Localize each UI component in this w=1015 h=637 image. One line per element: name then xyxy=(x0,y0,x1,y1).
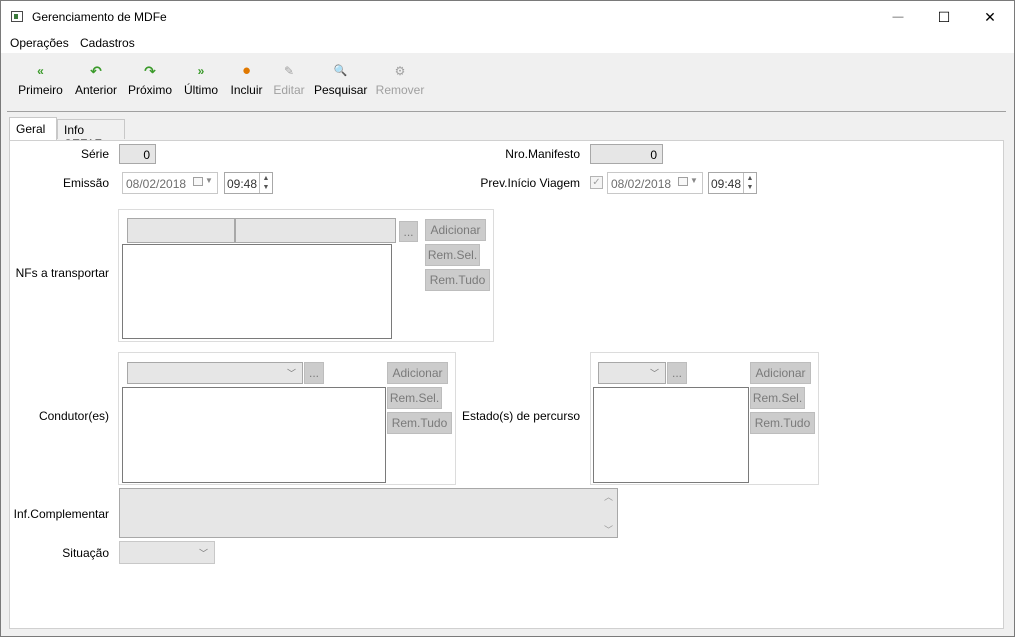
first-record-icon: « xyxy=(37,64,44,78)
time-spinner[interactable]: ▲▼ xyxy=(743,173,756,193)
emissao-time-value: 09:48 xyxy=(227,177,258,191)
time-spinner[interactable]: ▲▼ xyxy=(259,173,272,193)
ultimo-button[interactable]: » Último xyxy=(181,63,221,103)
spin-down-icon: ▼ xyxy=(746,184,754,191)
app-icon xyxy=(11,11,23,22)
situacao-label: Situação xyxy=(62,546,109,560)
menu-cadastros[interactable]: Cadastros xyxy=(80,36,135,50)
estados-list[interactable] xyxy=(593,387,749,483)
prev-inicio-date-picker[interactable]: 08/02/2018 ▼ xyxy=(607,172,703,194)
search-icon: 🔍 xyxy=(333,65,348,77)
close-icon: ✕ xyxy=(984,8,996,25)
pesquisar-button[interactable]: 🔍 Pesquisar xyxy=(314,63,367,103)
condutor-rem-tudo-button[interactable]: Rem.Tudo xyxy=(387,412,452,434)
close-button[interactable]: ✕ xyxy=(967,1,1013,33)
condutores-label: Condutor(es) xyxy=(38,409,109,423)
add-record-icon: ● xyxy=(241,62,252,79)
prev-inicio-time-picker[interactable]: 09:48 ▲▼ xyxy=(708,172,757,194)
estado-adicionar-button[interactable]: Adicionar xyxy=(750,362,811,384)
emissao-time-picker[interactable]: 09:48 ▲▼ xyxy=(224,172,273,194)
calendar-icon xyxy=(678,177,688,186)
dropdown-caret-icon: ▼ xyxy=(205,176,213,185)
prev-inicio-time-value: 09:48 xyxy=(711,177,742,191)
spin-up-icon: ▲ xyxy=(746,175,754,182)
estado-rem-sel-button[interactable]: Rem.Sel. xyxy=(750,387,805,409)
window-title: Gerenciamento de MDFe xyxy=(32,10,167,24)
chevron-down-icon: ﹀ xyxy=(286,368,296,379)
pesquisar-label: Pesquisar xyxy=(314,83,368,97)
nro-manifesto-input[interactable]: 0 xyxy=(590,144,663,164)
next-record-icon: ↷ xyxy=(144,63,156,79)
minimize-button[interactable]: — xyxy=(875,1,921,33)
spin-up-icon: ▲ xyxy=(262,175,270,182)
inf-complementar-label: Inf.Complementar xyxy=(13,507,109,521)
condutor-lookup-button[interactable]: ... xyxy=(304,362,324,384)
condutor-select[interactable]: ﹀ xyxy=(127,362,303,384)
nf-description-input[interactable] xyxy=(235,218,396,243)
condutores-list[interactable] xyxy=(122,387,386,483)
maximize-button[interactable]: ☐ xyxy=(921,1,967,33)
incluir-label: Incluir xyxy=(230,83,263,97)
edit-icon: ✎ xyxy=(283,64,295,78)
menu-operacoes[interactable]: Operações xyxy=(10,36,69,50)
last-record-icon: » xyxy=(197,64,205,78)
proximo-label: Próximo xyxy=(127,83,172,97)
spin-down-icon: ▼ xyxy=(262,184,270,191)
condutor-rem-sel-button[interactable]: Rem.Sel. xyxy=(387,387,442,409)
primeiro-label: Primeiro xyxy=(18,83,63,97)
prev-inicio-date-value: 08/02/2018 xyxy=(611,177,672,191)
condutor-adicionar-button[interactable]: Adicionar xyxy=(387,362,448,384)
scroll-up-icon[interactable]: ︿ xyxy=(603,492,613,502)
toolbar: « Primeiro ↶ Anterior ↷ Próximo » Último… xyxy=(1,53,1014,111)
dropdown-caret-icon: ▼ xyxy=(690,176,698,185)
nfs-list[interactable] xyxy=(122,244,392,339)
emissao-label: Emissão xyxy=(62,176,109,190)
situacao-select[interactable]: ﹀ xyxy=(119,541,215,564)
previous-record-icon: ↶ xyxy=(90,63,102,79)
remove-icon: ⚙ xyxy=(394,64,406,78)
maximize-icon: ☐ xyxy=(937,8,951,25)
anterior-button[interactable]: ↶ Anterior xyxy=(73,63,119,103)
tab-info-sefaz[interactable]: Info SEFAZ xyxy=(57,119,125,151)
ultimo-label: Último xyxy=(183,83,218,97)
estado-select[interactable]: ﹀ xyxy=(598,362,666,384)
title-bar: Gerenciamento de MDFe — ☐ ✕ xyxy=(1,1,1014,33)
prev-inicio-label: Prev.Início Viagem xyxy=(480,176,580,190)
primeiro-button[interactable]: « Primeiro xyxy=(17,63,64,103)
proximo-button[interactable]: ↷ Próximo xyxy=(127,63,173,103)
incluir-button[interactable]: ● Incluir xyxy=(228,63,265,103)
chevron-down-icon: ﹀ xyxy=(198,548,208,558)
nf-lookup-button[interactable]: ... xyxy=(399,221,418,242)
nro-manifesto-label: Nro.Manifesto xyxy=(505,147,580,161)
remover-button[interactable]: ⚙ Remover xyxy=(375,63,425,103)
minimize-icon: — xyxy=(892,11,904,23)
chevron-down-icon: ﹀ xyxy=(649,368,659,379)
estados-label: Estado(s) de percurso xyxy=(461,409,580,423)
editar-button[interactable]: ✎ Editar xyxy=(272,63,306,103)
emissao-date-value: 08/02/2018 xyxy=(126,177,187,191)
menu-bar: Operações Cadastros xyxy=(1,33,1014,53)
serie-label: Série xyxy=(80,147,109,161)
nf-key-input[interactable] xyxy=(127,218,235,243)
editar-label: Editar xyxy=(273,83,305,97)
scroll-down-icon[interactable]: ﹀ xyxy=(603,525,613,535)
nf-rem-sel-button[interactable]: Rem.Sel. xyxy=(425,244,480,266)
nfs-label: NFs a transportar xyxy=(15,266,109,280)
anterior-label: Anterior xyxy=(74,83,118,97)
remover-label: Remover xyxy=(375,83,425,97)
toolbar-separator xyxy=(7,111,1006,112)
inf-complementar-textarea[interactable]: ︿ ﹀ xyxy=(119,488,618,538)
nf-rem-tudo-button[interactable]: Rem.Tudo xyxy=(425,269,490,291)
calendar-icon xyxy=(193,177,203,186)
prev-inicio-checkbox[interactable]: ✓ xyxy=(590,176,603,189)
serie-input[interactable]: 0 xyxy=(119,144,156,164)
emissao-date-picker[interactable]: 08/02/2018 ▼ xyxy=(122,172,218,194)
estado-lookup-button[interactable]: ... xyxy=(667,362,687,384)
estado-rem-tudo-button[interactable]: Rem.Tudo xyxy=(750,412,815,434)
nf-adicionar-button[interactable]: Adicionar xyxy=(425,219,486,241)
tab-geral[interactable]: Geral xyxy=(9,117,57,141)
